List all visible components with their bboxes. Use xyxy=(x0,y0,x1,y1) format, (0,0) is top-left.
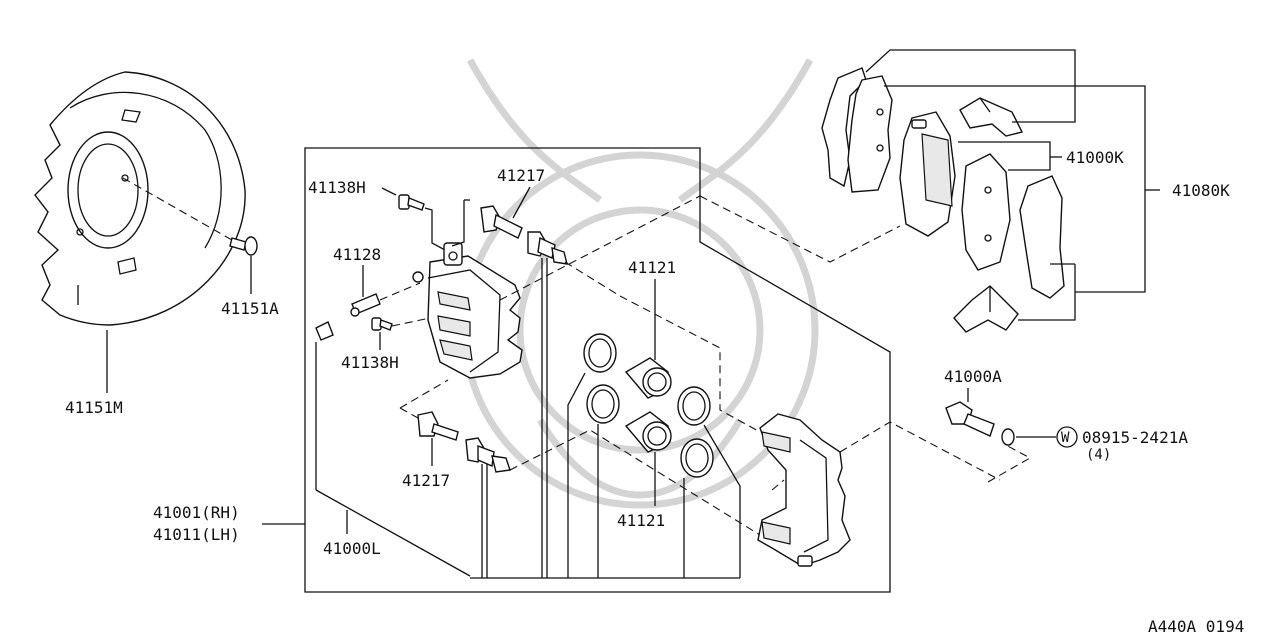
label-mount-bolt: 41000A xyxy=(944,367,1002,386)
pin-bolt-top xyxy=(398,194,425,211)
label-washer-qty: (4) xyxy=(1086,447,1111,463)
dust-cap xyxy=(315,321,334,341)
backing-bolt xyxy=(229,236,258,256)
dust-boot-2 xyxy=(680,438,714,478)
pad-outer xyxy=(899,111,956,237)
slide-pin-top xyxy=(480,205,568,265)
label-pad-kit: 41000K xyxy=(1066,148,1124,167)
pad-inner xyxy=(961,153,1011,271)
piston-1 xyxy=(624,357,672,399)
piston-seal-1 xyxy=(583,333,617,373)
bleeder-screw xyxy=(350,293,381,317)
pin-bolt-bottom xyxy=(371,317,393,331)
caliper-assembly-box xyxy=(304,147,891,593)
shim-back xyxy=(1019,175,1065,299)
piston-2 xyxy=(624,411,672,453)
caliper-bracket xyxy=(757,413,851,567)
caliper-body xyxy=(412,242,523,379)
label-seal-kit: 41000L xyxy=(323,539,381,558)
label-washer-part: 08915-2421A xyxy=(1082,428,1188,447)
pad-clip-top xyxy=(959,97,1024,137)
shim-outer xyxy=(821,67,867,188)
washer-marker: W xyxy=(1056,426,1078,448)
label-slide-pin-top: 41217 xyxy=(497,166,545,185)
dust-boot-1 xyxy=(677,386,711,426)
pad-clip-bottom xyxy=(953,285,1019,333)
shim-inner xyxy=(847,75,893,193)
piston-seal-2 xyxy=(586,384,620,424)
label-backing-bolt: 41151A xyxy=(221,299,279,318)
label-slide-pin-bottom: 41217 xyxy=(402,471,450,490)
label-backing-plate: 41151M xyxy=(65,398,123,417)
washer xyxy=(1001,428,1015,446)
label-caliper-lh: 41011(LH) xyxy=(153,525,240,544)
label-washer-marker: W xyxy=(1061,430,1070,446)
label-caliper-rh: 41001(RH) xyxy=(153,503,240,522)
backing-plate xyxy=(34,71,246,326)
label-piston-bottom: 41121 xyxy=(617,511,665,530)
label-piston-top: 41121 xyxy=(628,258,676,277)
label-pin-bolt-top: 41138H xyxy=(308,178,366,197)
mount-bolt xyxy=(945,401,995,437)
label-bleeder: 41128 xyxy=(333,245,381,264)
label-pin-bolt-bottom: 41138H xyxy=(341,353,399,372)
diagram-code: A440A 0194 xyxy=(1148,617,1244,636)
label-pad-set: 41080K xyxy=(1172,181,1230,200)
watermark-emblem xyxy=(461,58,819,509)
